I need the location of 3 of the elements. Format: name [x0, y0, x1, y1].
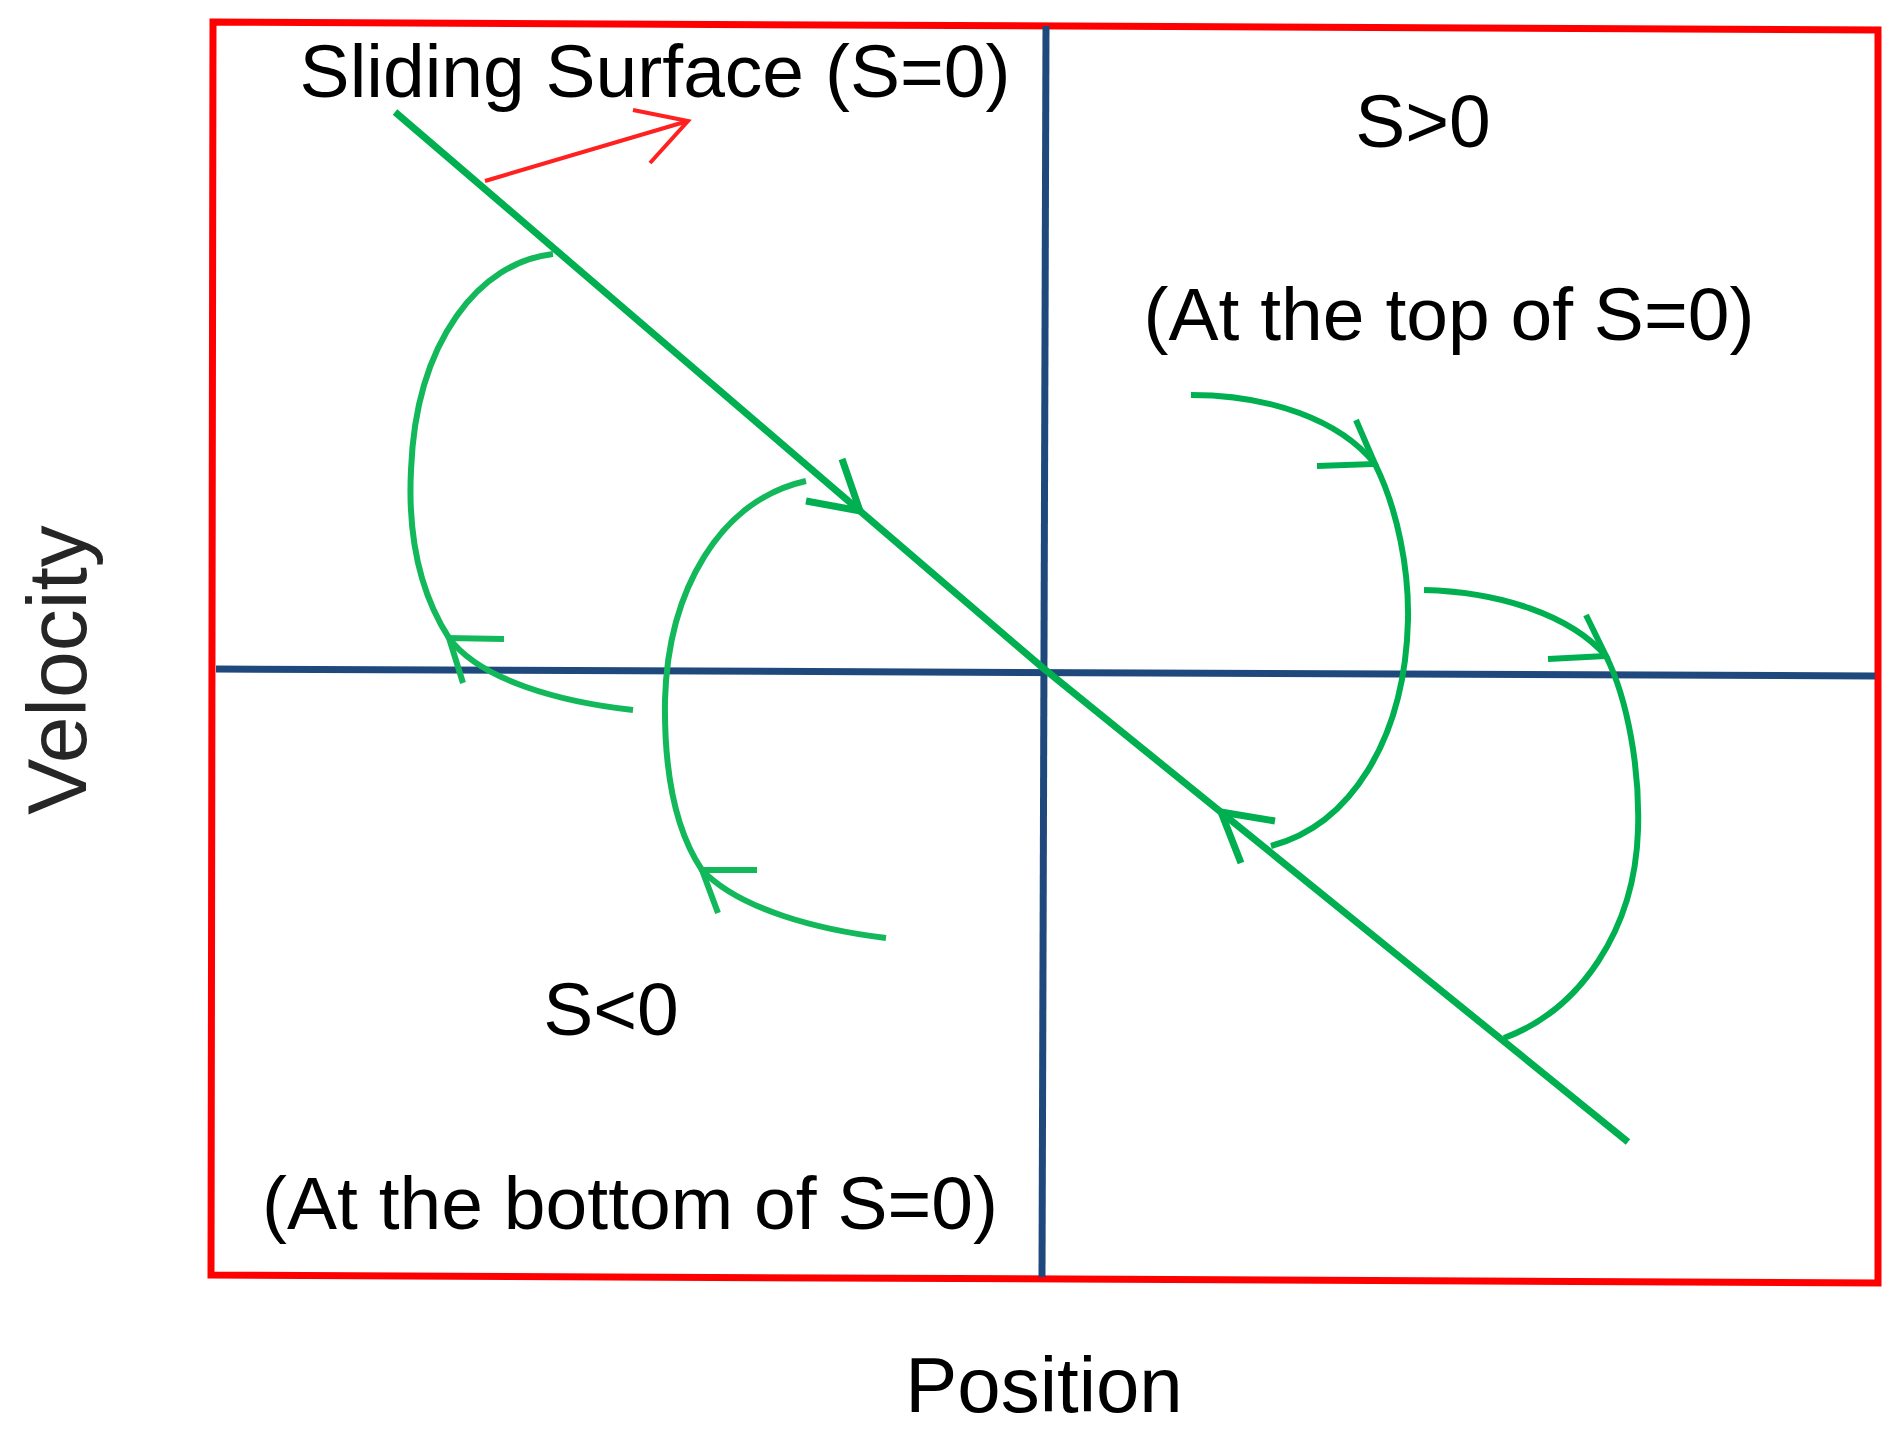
region-label: S<0 [543, 971, 679, 1047]
region-label: S>0 [1355, 83, 1491, 159]
axis-label: Position [905, 1346, 1183, 1424]
